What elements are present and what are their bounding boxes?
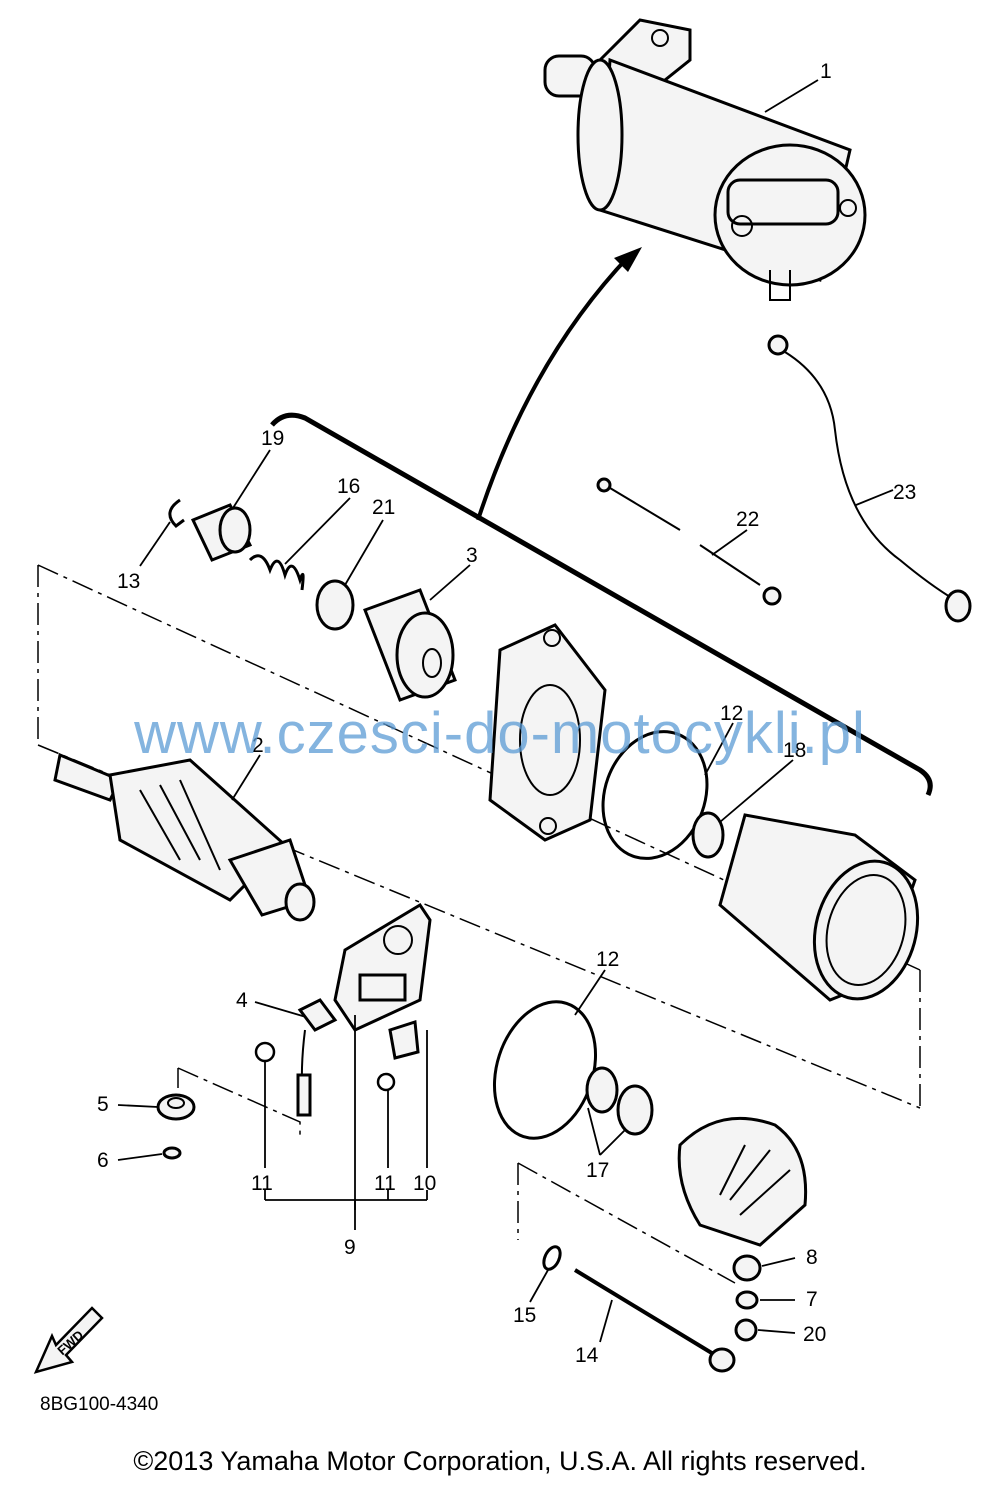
callout-13: 13: [117, 570, 140, 593]
circlip-right: [376, 1072, 396, 1092]
callout-8: 8: [806, 1246, 818, 1269]
callout-17: 17: [586, 1159, 609, 1182]
callout-10: 10: [413, 1172, 436, 1195]
callout-4: 4: [236, 989, 248, 1012]
terminal-leads: [596, 477, 782, 606]
callout-1: 1: [820, 60, 832, 83]
brush-holder: [333, 902, 432, 1032]
callout-3: 3: [466, 544, 478, 567]
nut-7: [735, 1290, 759, 1310]
callout-15: 15: [513, 1304, 536, 1327]
callout-11-right: 11: [374, 1172, 396, 1195]
collar: [190, 503, 253, 562]
subassembly-bracket: [270, 247, 933, 797]
nut-20: [734, 1318, 758, 1342]
callout-11-left: 11: [251, 1172, 273, 1195]
small-o-ring: [542, 1245, 562, 1271]
fwd-arrow-icon: FWD: [33, 1306, 104, 1374]
callout-labels: 1 2 3 4 5 6 7 8 9 10 11 11 12 12 13 14 1…: [97, 60, 916, 1367]
callout-leaders: [117, 79, 894, 1343]
callout-7: 7: [806, 1288, 818, 1311]
callout-16: 16: [337, 475, 360, 498]
callout-19: 19: [261, 427, 284, 450]
spring: [248, 554, 305, 591]
starter-motor-assembly: [543, 18, 867, 301]
callout-9: 9: [344, 1236, 356, 1259]
diagram-code: 8BG100-4340: [40, 1394, 159, 1415]
circlip-left: [254, 1041, 276, 1063]
callout-12-lower: 12: [596, 948, 619, 971]
callout-5: 5: [97, 1093, 109, 1116]
website-watermark: www.czesci-do-motocykli.pl: [134, 701, 866, 766]
thrust-washer: [691, 811, 725, 859]
callout-18: 18: [783, 739, 806, 762]
rear-cover: [677, 1116, 808, 1247]
callout-12-upper: 12: [720, 702, 743, 725]
callout-22: 22: [736, 508, 759, 531]
o-ring-upper: [601, 730, 709, 860]
front-cover: [488, 623, 607, 842]
shim-2: [616, 1084, 654, 1136]
copyright-notice: ©2013 Yamaha Motor Corporation, U.S.A. A…: [133, 1446, 867, 1476]
through-bolt: [573, 1268, 736, 1373]
brush: [296, 998, 338, 1117]
callout-2: 2: [252, 734, 264, 757]
circlip: [168, 498, 185, 528]
starter-lead-wire: [767, 334, 972, 623]
nut-8: [732, 1254, 762, 1282]
armature: [53, 752, 316, 922]
starter-clutch: [363, 588, 457, 702]
small-washer: [162, 1146, 182, 1160]
shim-1: [585, 1066, 619, 1114]
washer: [315, 579, 355, 631]
brush-right: [388, 1020, 420, 1060]
callout-21: 21: [372, 496, 395, 519]
callout-20: 20: [803, 1323, 826, 1346]
callout-23: 23: [893, 481, 916, 504]
assembly-guide-lines: [37, 564, 921, 1284]
yoke: [718, 813, 920, 1002]
callout-14: 14: [575, 1344, 599, 1367]
grommet: [156, 1093, 196, 1121]
callout-6: 6: [97, 1149, 109, 1172]
